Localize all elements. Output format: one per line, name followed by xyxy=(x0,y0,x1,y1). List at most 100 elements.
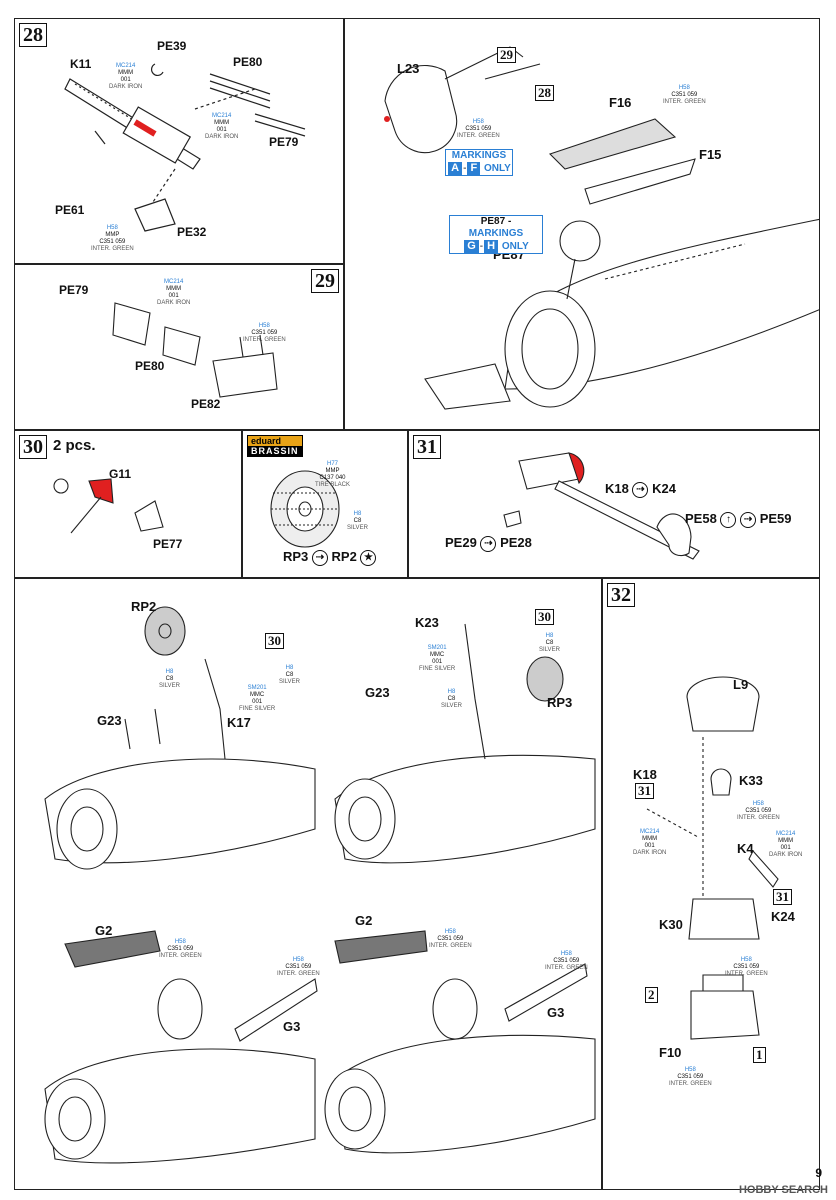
marking-chip: F xyxy=(467,162,481,175)
page-number: 9 xyxy=(815,1166,822,1180)
part-label-pe82: PE82 xyxy=(191,397,221,411)
paint-num: 001 xyxy=(168,293,179,299)
brassin-logo-bottom: BRASSIN xyxy=(248,446,302,456)
paint-name: INTER. GREEN xyxy=(725,971,768,977)
paint-callout: H58 C351 059 INTER. GREEN xyxy=(277,957,320,978)
paint-num: C137 040 xyxy=(319,475,346,481)
paint-num: C351 059 xyxy=(99,239,126,245)
replace-icon: ⇢ xyxy=(632,481,649,498)
paint-num: C8 xyxy=(165,676,174,682)
step-number: 28 xyxy=(19,23,47,47)
paint-name: SILVER xyxy=(347,525,368,531)
gun-cowling-drawing xyxy=(646,676,779,1040)
paint-num: C351 059 xyxy=(437,936,464,942)
paint-name: INTER. GREEN xyxy=(277,971,320,977)
replace-icon: ⇢ xyxy=(480,535,497,552)
paint-num: C351 059 xyxy=(465,126,492,132)
marking-chip: G xyxy=(464,240,479,253)
quantity-label: 2 pcs. xyxy=(53,437,96,454)
markings-suffix: ONLY xyxy=(501,241,529,252)
paint-callout: H58 C351 059 INTER. GREEN xyxy=(243,323,286,344)
paint-code: H58 xyxy=(174,939,186,945)
paint-name: INTER. GREEN xyxy=(91,246,134,252)
paint-mm: MMM xyxy=(778,838,794,844)
paint-code: MC214 xyxy=(640,829,660,835)
paint-code: H8 xyxy=(353,511,362,517)
ref-step-30: 30 xyxy=(265,633,284,649)
step-32-panel: 32 31 31 2 1 L9 K18 K33 K4 K24 K30 F10 H… xyxy=(602,578,820,1190)
paint-name: DARK IRON xyxy=(109,84,143,90)
paint-callout: MC214 MMM 001 DARK IRON xyxy=(633,829,666,857)
part-label-pe39: PE39 xyxy=(157,39,187,53)
part-label-g11: G11 xyxy=(109,467,132,481)
part-label-rp2: RP2 xyxy=(131,599,157,614)
ref-step-28: 28 xyxy=(535,85,554,101)
paint-code: H58 xyxy=(684,1067,696,1073)
paint-mm: MMM xyxy=(214,120,230,126)
part-label-k23: K23 xyxy=(415,615,439,630)
paint-name: FINE SILVER xyxy=(239,706,276,712)
paint-name: INTER. GREEN xyxy=(243,337,286,343)
part-label-pe61: PE61 xyxy=(55,203,85,217)
paint-name: INTER. GREEN xyxy=(545,965,588,971)
paint-name: DARK IRON xyxy=(769,852,803,858)
paint-callout: H58 C351 059 INTER. GREEN xyxy=(545,951,588,972)
part-label-g2: G2 xyxy=(95,923,113,938)
part-label-pe58-pe59: PE58 ↑ ⇢ PE59 xyxy=(685,511,792,528)
paint-code: SM201 xyxy=(247,685,267,691)
paint-num: C351 059 xyxy=(167,946,194,952)
paint-num: C8 xyxy=(545,640,554,646)
paint-num: C351 059 xyxy=(677,1074,704,1080)
paint-num: C351 059 xyxy=(285,964,312,970)
part-label-l9: L9 xyxy=(733,677,749,692)
markings-title: MARKINGS xyxy=(451,150,507,161)
paint-callout: H58 MMP C351 059 INTER. GREEN xyxy=(91,225,134,253)
brassin-logo: eduard BRASSIN xyxy=(247,435,303,457)
paint-mm: MMC xyxy=(429,652,445,658)
marking-dash: - xyxy=(463,163,467,174)
paint-code: H8 xyxy=(447,689,456,695)
step-29-panel: 29 28 L23 F16 F15 PE87 MARKINGS A-F ONLY… xyxy=(344,18,820,430)
paint-mm: MMM xyxy=(642,836,658,842)
footer-watermark: HOBBY SEARCH xyxy=(738,1184,828,1196)
part-label-g3: G3 xyxy=(283,1019,301,1034)
paint-mm: MMP xyxy=(105,232,120,238)
paint-callout: H8 C8 SILVER xyxy=(279,665,300,686)
part-label-pe80: PE80 xyxy=(135,359,165,373)
paint-code: SM201 xyxy=(427,645,447,651)
paint-num: 001 xyxy=(252,699,263,705)
part-label-k30: K30 xyxy=(659,917,683,932)
part-label-f15: F15 xyxy=(699,147,722,162)
paint-callout: H58 C351 059 INTER. GREEN xyxy=(737,801,780,822)
paint-callout: MC214 MMM 001 DARK IRON xyxy=(769,831,802,859)
part-label-pe58: PE58 xyxy=(685,511,717,526)
step-31-panel: 31 K18 ⇢ K24 PE58 ↑ ⇢ PE59 PE29 ⇢ PE28 xyxy=(408,430,820,578)
ref-step-1: 1 xyxy=(753,1047,766,1063)
marking-dash: - xyxy=(479,241,484,252)
paint-num: 001 xyxy=(216,127,227,133)
paint-num: C351 059 xyxy=(553,958,580,964)
paint-name: DARK IRON xyxy=(157,300,191,306)
paint-code: H77 xyxy=(327,461,339,467)
ref-step-30: 30 xyxy=(535,609,554,625)
paint-mm: MMP xyxy=(325,468,340,474)
paint-num: C351 059 xyxy=(733,964,760,970)
part-label-f16: F16 xyxy=(609,95,632,110)
brassin-logo-top: eduard xyxy=(248,436,302,446)
part-label-k24: K24 xyxy=(771,909,795,924)
part-label-k11: K11 xyxy=(70,57,92,71)
paint-num: C351 059 xyxy=(745,808,772,814)
paint-code: H58 xyxy=(560,951,572,957)
paint-code: H58 xyxy=(678,85,690,91)
paint-name: INTER. GREEN xyxy=(663,99,706,105)
paint-callout: SM201 MMC 001 FINE SILVER xyxy=(419,645,455,673)
paint-name: INTER. GREEN xyxy=(457,133,500,139)
markings-a-f-box: MARKINGS A-F ONLY xyxy=(445,149,513,176)
paint-name: SILVER xyxy=(279,679,300,685)
paint-code: H8 xyxy=(545,633,554,639)
landing-gear-drawing xyxy=(44,606,596,1164)
part-label-k18: K18 xyxy=(605,481,629,496)
marking-chip: H xyxy=(484,240,499,253)
landing-gear-panel: 30 30 RP2 G23 K17 K23 G23 RP3 G2 G3 G2 G… xyxy=(14,578,602,1190)
part-label-k33: K33 xyxy=(739,773,763,788)
